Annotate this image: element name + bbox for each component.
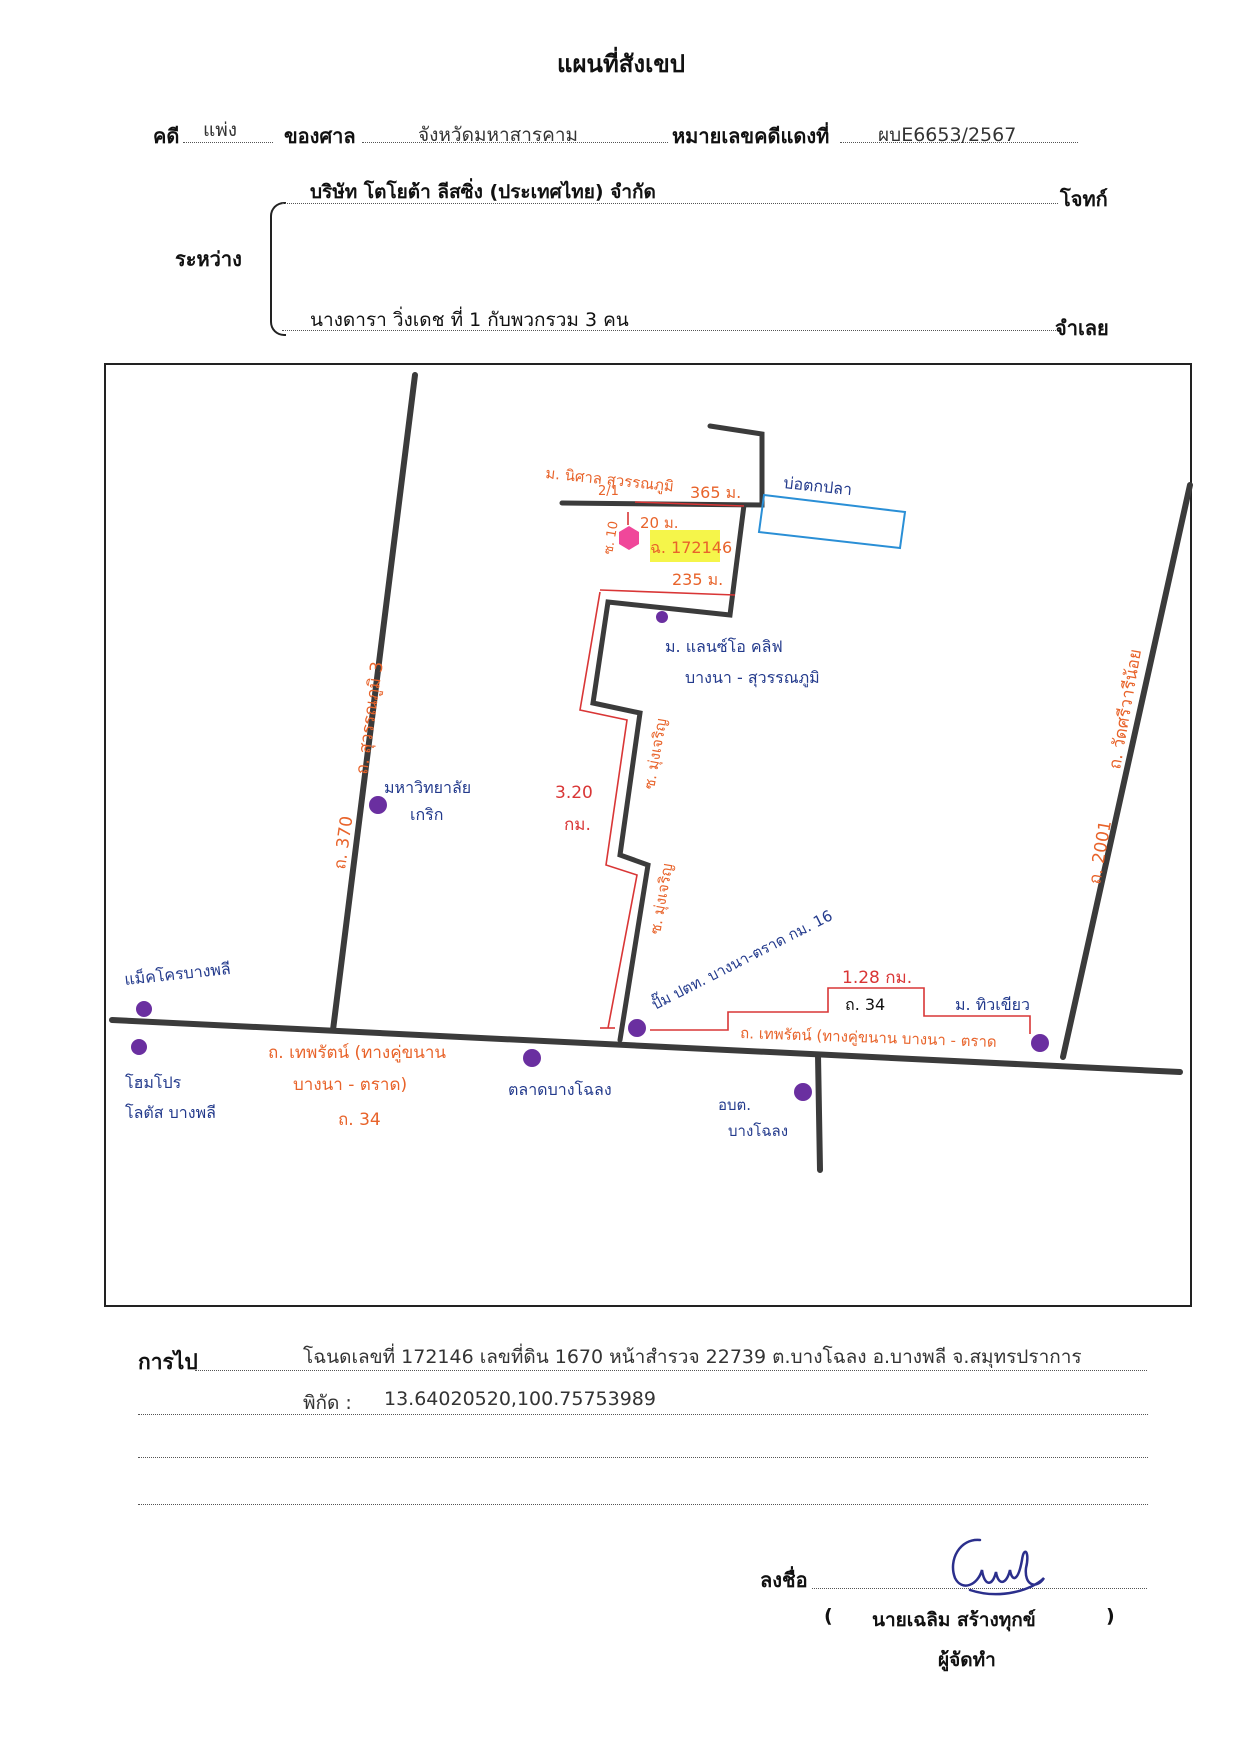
label-homepro-1: โฮมโปร [125, 1073, 182, 1092]
label-village-mid-2: บางนา - สุวรรณภูมิ [685, 668, 820, 688]
court-dotline [362, 142, 668, 143]
label-makro: แม็คโครบางพลี [123, 958, 231, 989]
label-university-2: เกริก [410, 805, 443, 824]
label-deed-number: ฉ. 172146 [650, 538, 732, 557]
red-case-number-value: ผบE6653/2567 [878, 124, 1017, 146]
label-market: ตลาดบางโฉลง [508, 1080, 612, 1099]
deed-highlight [650, 530, 720, 562]
label-dist-1-28km: 1.28 กม. [842, 968, 912, 988]
plaintiff-name: บริษัท โตโยต้า ลีสซิ่ง (ประเทศไทย) จำกัด [310, 181, 656, 203]
road-tambon-office [815, 1052, 823, 1173]
sign-dotline [812, 1588, 1147, 1589]
signer-close-paren: ) [1106, 1605, 1115, 1627]
label-gas-station: ปั๊ม ปตท. บางนา-ตราด กม. 16 [648, 905, 836, 1014]
label-homepro-2: โลตัส บางพลี [125, 1103, 216, 1122]
dim-235 [599, 589, 736, 596]
sign-label: ลงชื่อ [760, 1568, 808, 1592]
label-highway-right: ถ. เทพรัตน์ (ทางคู่ขนาน บางนา - ตราด [740, 1024, 997, 1051]
case-dotline [183, 142, 273, 143]
directions-text: โฉนดเลขที่ 172146 เลขที่ดิน 1670 หน้าสำร… [303, 1346, 1082, 1368]
soi-mungcharoen [590, 502, 747, 1043]
label-village-top-2: 2/1 [598, 484, 619, 499]
between-label: ระหว่าง [175, 247, 242, 271]
court-value: จังหวัดมหาสารคาม [418, 124, 579, 146]
dot-homepro [131, 1039, 147, 1055]
document-title: แผนที่สังเขป [557, 50, 685, 78]
road-370 [330, 372, 418, 1033]
directions-dotline-4 [138, 1504, 1148, 1505]
case-value: แพ่ง [203, 119, 238, 141]
label-soi-mungcharoen-2: ซ. มุ่งเจริญ [646, 862, 677, 936]
label-highway-right-no: ถ. 34 [845, 995, 885, 1014]
label-soi-10: ซ. 10 [601, 520, 622, 556]
label-tambon-office-1: อบต. [718, 1096, 751, 1114]
map-frame [104, 363, 1192, 1307]
dot-university [369, 796, 387, 814]
route-3-20km [579, 591, 638, 1029]
road-2001 [1060, 482, 1193, 1060]
dim-365 [634, 501, 745, 507]
defendant-dotline [282, 330, 1058, 331]
label-village-right: ม. ทิวเขียว [955, 995, 1030, 1014]
label-dist-235: 235 ม. [672, 570, 723, 589]
label-soi-mungcharoen-1: ซ. มุ่งเจริญ [640, 717, 671, 791]
coords-value: 13.64020520,100.75753989 [384, 1388, 656, 1410]
label-tambon-office-2: บางโฉลง [728, 1122, 788, 1140]
signer-name: นายเฉลิม สร้างทุกข์ [872, 1609, 1036, 1631]
label-highway-left-1: ถ. เทพรัตน์ (ทางคู่ขนาน [268, 1043, 446, 1063]
label-dist-3-20-b: กม. [564, 815, 591, 835]
dot-market [523, 1049, 541, 1067]
label-highway-left-2: บางนา - ตราด) [293, 1075, 407, 1095]
defendant-name: นางดารา วิ่งเดช ที่ 1 กับพวกรวม 3 คน [310, 309, 629, 331]
road-village-top [559, 423, 765, 508]
directions-dotline-1 [195, 1370, 1147, 1371]
highway-34 [109, 1017, 1183, 1075]
dot-gas-station [628, 1019, 646, 1037]
directions-dotline-2 [138, 1414, 1148, 1415]
case-label: คดี [153, 124, 180, 148]
dot-makro [136, 1001, 152, 1017]
label-dist-365: 365 ม. [690, 483, 741, 502]
label-university-1: มหาวิทยาลัย [384, 778, 471, 797]
court-label: ของศาล [284, 124, 356, 148]
directions-label: การไป [138, 1350, 198, 1374]
fish-pond-outline [757, 493, 907, 550]
label-dist-20: 20 ม. [640, 514, 679, 532]
plaintiff-role: โจทก์ [1060, 187, 1108, 211]
dot-village-mid [656, 611, 668, 623]
party-brace [270, 202, 286, 336]
target-marker [619, 526, 639, 550]
defendant-role: จำเลย [1055, 316, 1109, 340]
signer-open-paren: ( [824, 1605, 833, 1627]
signer-role: ผู้จัดทำ [938, 1649, 996, 1671]
red-case-dotline [840, 142, 1078, 143]
label-highway-left-3: ถ. 34 [338, 1110, 381, 1130]
directions-dotline-3 [138, 1457, 1148, 1458]
handwritten-signature [951, 1538, 1046, 1596]
dot-tambon-office [794, 1083, 812, 1101]
label-dist-3-20-a: 3.20 [555, 783, 593, 803]
label-village-mid-1: ม. แลนซ์โอ คลิฟ [665, 637, 783, 656]
red-case-number-label: หมายเลขคดีแดงที่ [672, 124, 830, 148]
coords-label: พิกัด : [303, 1392, 352, 1414]
label-fish-pond: บ่อตกปลา [783, 473, 853, 499]
label-suvarnabhumi-3: ถ. สุวรรณภูมิ 3 [352, 660, 388, 775]
plaintiff-dotline [282, 203, 1058, 204]
route-1-28km [650, 987, 1031, 1034]
dot-village-right [1031, 1034, 1049, 1052]
